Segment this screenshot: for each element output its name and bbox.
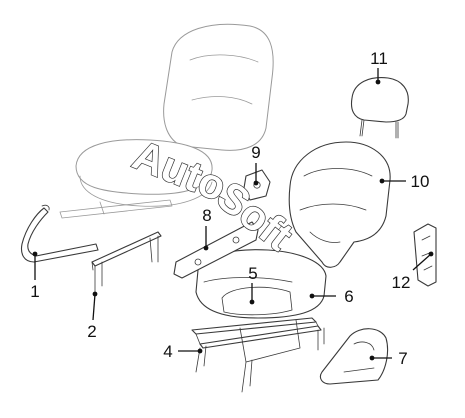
callout-1: 1 xyxy=(30,282,39,301)
leader-dot-2 xyxy=(92,291,98,297)
leader-dot-6 xyxy=(309,293,315,299)
callout-9: 9 xyxy=(251,143,260,162)
background-seat-cushion xyxy=(75,139,213,195)
part-11-headrest xyxy=(350,77,409,139)
leader-dot-10 xyxy=(379,178,385,184)
leader-dot-9 xyxy=(253,180,259,186)
part-5-6-seat-cushion xyxy=(195,249,327,319)
callout-6: 6 xyxy=(344,287,353,306)
leader-dot-5 xyxy=(249,299,255,305)
part-11-headrest-pad xyxy=(350,77,409,123)
part-10-seatback xyxy=(288,141,391,268)
part-1-bar-shape xyxy=(20,207,99,263)
callout-11: 11 xyxy=(370,49,388,68)
part-2-rail-top xyxy=(91,231,162,267)
callout-12: 12 xyxy=(392,273,411,292)
part-7-cover-shape xyxy=(319,328,389,385)
part-10-seatback-seams xyxy=(299,168,373,243)
part-4-seat-base-frame xyxy=(191,317,325,393)
callout-10: 10 xyxy=(411,172,430,191)
leader-line-12 xyxy=(412,253,432,271)
leader-dot-11 xyxy=(375,79,381,85)
part-6-cushion-seam xyxy=(203,277,293,283)
part-2-seat-rail xyxy=(91,231,162,293)
background-seat-rail xyxy=(59,199,173,219)
leader-lines xyxy=(32,68,434,361)
callout-8: 8 xyxy=(202,206,211,225)
part-7-cover-detail xyxy=(343,341,375,373)
part-1-armrest-bar xyxy=(20,204,99,263)
leader-line-2 xyxy=(92,293,96,321)
part-7-side-cover xyxy=(319,328,389,385)
part-5-cushion-panel xyxy=(221,286,293,316)
background-seat-cushion-lower xyxy=(79,175,213,207)
part-11-headrest-posts xyxy=(359,119,399,139)
background-seatback-seam xyxy=(189,54,259,105)
part-8-side-bracket xyxy=(173,221,259,279)
leader-dot-4 xyxy=(197,348,203,354)
callout-4: 4 xyxy=(163,342,172,361)
part-4-frame-rails xyxy=(191,317,322,349)
part-1-bar-end xyxy=(41,204,50,211)
leader-dot-7 xyxy=(369,355,375,361)
part-10-seatback-shape xyxy=(288,141,391,268)
leader-dot-12 xyxy=(428,251,434,257)
part-2-rail-legs xyxy=(91,235,159,293)
part-6-cushion-shape xyxy=(195,249,327,319)
part-4-frame-crossbars xyxy=(195,319,319,363)
part-4-frame-legs xyxy=(195,327,325,393)
part-8-bracket-shape xyxy=(173,221,259,279)
callout-5: 5 xyxy=(248,264,257,283)
callout-2: 2 xyxy=(87,322,96,341)
part-8-bracket-holes xyxy=(194,236,240,266)
part-12-hinge-bracket xyxy=(413,223,437,287)
leader-dot-1 xyxy=(32,251,38,257)
leader-dot-8 xyxy=(203,245,209,251)
callout-7: 7 xyxy=(398,349,407,368)
callout-labels: 1 2 4 5 6 7 8 9 10 11 12 xyxy=(30,49,429,368)
background-seat xyxy=(59,23,274,219)
background-seatback xyxy=(163,23,274,151)
